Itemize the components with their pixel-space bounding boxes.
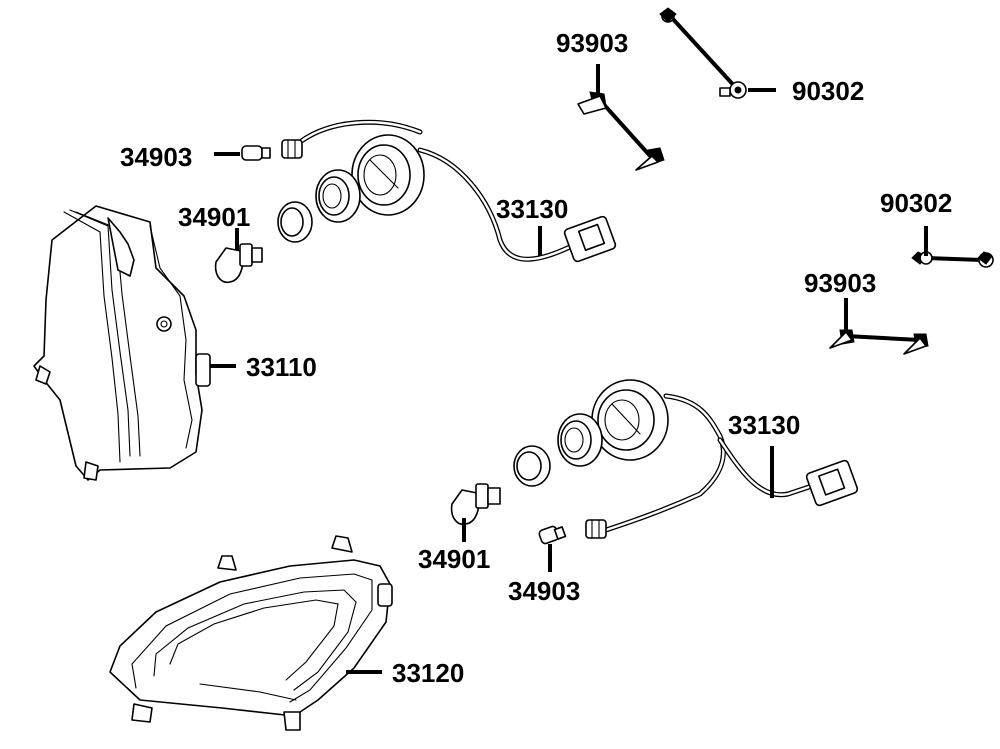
label-33110: 33110: [210, 352, 317, 382]
bolt-90302-right: [911, 251, 994, 268]
bolt-90302-top: [659, 7, 747, 99]
label-text: 33110: [246, 352, 317, 382]
socket-upper-small: [277, 201, 313, 243]
label-text: 34901: [178, 202, 250, 232]
small-bulb-34903-upper: [241, 145, 271, 161]
label-text: 33120: [392, 658, 464, 688]
label-34903-lower: 34903: [508, 544, 580, 606]
label-93903-top: 93903: [556, 28, 628, 96]
screw-93903-right: [829, 329, 929, 355]
label-90302-top: 90302: [748, 76, 864, 106]
label-text: 93903: [556, 28, 628, 58]
socket-upper-large: [315, 169, 361, 223]
label-text: 33130: [496, 194, 568, 224]
screw-93903-top: [577, 91, 665, 171]
bulb-34901-upper: [214, 243, 263, 284]
label-34901-upper: 34901: [178, 202, 250, 250]
label-33130-lower: 33130: [728, 410, 800, 498]
label-text: 34901: [418, 544, 490, 574]
label-text: 93903: [804, 268, 876, 298]
label-text: 33130: [728, 410, 800, 440]
label-text: 90302: [880, 188, 952, 218]
grommet-lower: [591, 379, 669, 461]
label-93903-right: 93903: [804, 268, 876, 332]
label-text: 34903: [508, 576, 580, 606]
grommet-upper: [351, 134, 425, 216]
headlight-33110: [33, 205, 211, 481]
harness-33130-upper: [281, 119, 617, 263]
bulb-34901-lower: [450, 483, 501, 526]
label-90302-right: 90302: [880, 188, 952, 256]
label-34903-upper: 34903: [120, 142, 240, 172]
label-text: 34903: [120, 142, 192, 172]
socket-lower-small: [513, 445, 551, 487]
label-33120: 33120: [346, 658, 464, 688]
socket-lower-large: [557, 413, 603, 467]
headlight-33120: [109, 535, 393, 731]
label-34901-lower: 34901: [418, 518, 490, 574]
small-bulb-34903-lower: [538, 525, 567, 545]
label-text: 90302: [792, 76, 864, 106]
harness-33130-lower: [585, 393, 859, 539]
label-33130-upper: 33130: [496, 194, 568, 256]
